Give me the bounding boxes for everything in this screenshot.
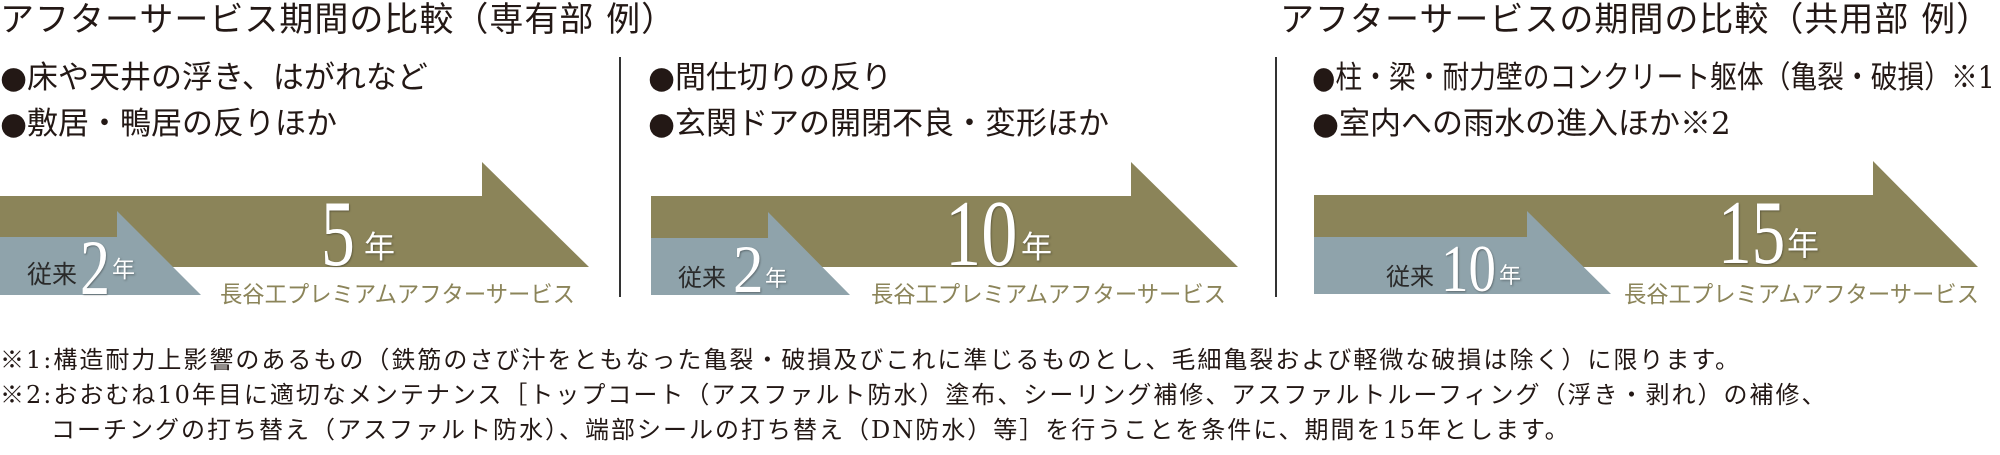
premium-service-label: 長谷工プレミアムアフターサービス	[220, 282, 575, 308]
title-exclusive: アフターサービス期間の比較（専有部 例）	[0, 0, 677, 40]
conventional-unit: 年	[765, 267, 788, 292]
conventional-unit: 年	[1499, 264, 1522, 289]
bullet-item: ●床や天井の浮き、はがれなど	[0, 60, 428, 96]
premium-arrow-exclusive-2	[651, 162, 1238, 267]
bullet-item: ●玄関ドアの開閉不良・変形ほか	[648, 106, 1110, 142]
bullet-item: ●柱・梁・耐力壁のコンクリート躯体（亀裂・破損）※1	[1312, 60, 1995, 96]
conventional-years: 2	[80, 224, 111, 311]
bullet-item: ●敷居・鴨居の反りほか	[0, 106, 338, 142]
conventional-years: 10	[1441, 232, 1496, 306]
title-common: アフターサービスの期間の比較（共用部 例）	[1280, 0, 1992, 40]
premium-unit: 年	[1021, 230, 1052, 266]
premium-service-label: 長谷工プレミアムアフターサービス	[1624, 282, 1979, 308]
conventional-unit: 年	[112, 257, 135, 283]
divider	[619, 57, 621, 297]
conventional-prefix: 従来	[1386, 263, 1434, 291]
conventional-prefix: 従来	[678, 264, 726, 292]
bullet-item: ●室内への雨水の進入ほか※2	[1312, 106, 1731, 142]
premium-years: 10	[945, 182, 1018, 286]
premium-years: 5	[321, 182, 355, 286]
divider	[1275, 57, 1277, 297]
premium-unit: 年	[1787, 225, 1820, 263]
conventional-arrow-exclusive-2	[651, 212, 850, 295]
conventional-arrow-exclusive-1	[0, 211, 201, 295]
footnote-1: ※1:構造耐力上影響のあるもの（鉄筋のさび汁をともなった亀裂・破損及びこれに準じ…	[0, 346, 1741, 374]
premium-service-label: 長谷工プレミアムアフターサービス	[871, 282, 1226, 308]
premium-unit: 年	[364, 230, 395, 266]
conventional-arrow-common	[1314, 211, 1611, 294]
footnote-2: ※2:おおむね10年目に適切なメンテナンス［トップコート（アスファルト防水）塗布…	[0, 381, 1828, 409]
premium-years: 15	[1718, 182, 1786, 283]
conventional-prefix: 従来	[27, 260, 78, 289]
footnote-2-continued: コーチングの打ち替え（アスファルト防水）、端部シールの打ち替え（DN防水）等］を…	[51, 416, 1571, 444]
conventional-years: 2	[733, 231, 764, 307]
bullet-item: ●間仕切りの反り	[648, 60, 893, 96]
premium-arrow-exclusive-1	[0, 162, 589, 267]
